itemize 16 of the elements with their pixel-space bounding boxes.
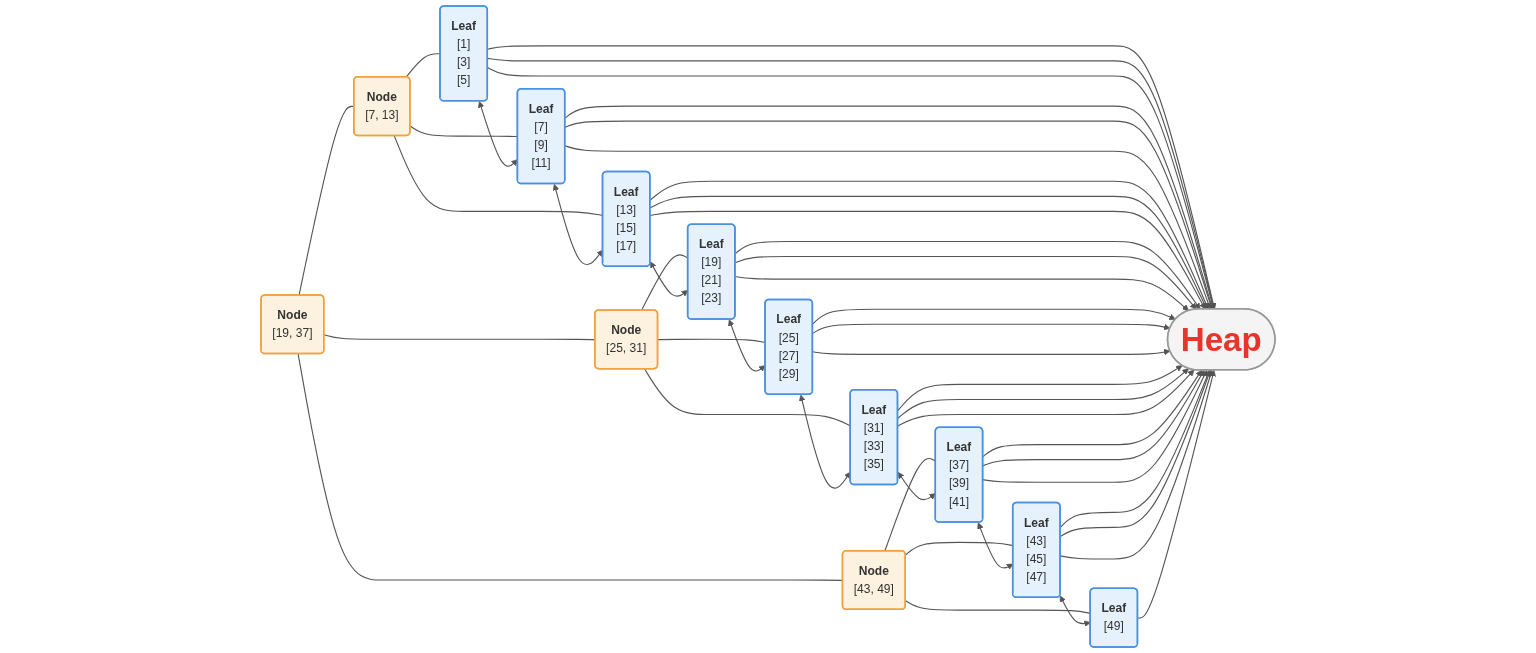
- arrow: [1059, 595, 1091, 627]
- arrow: [812, 323, 1171, 334]
- arrow: [897, 369, 1195, 427]
- arrow: [982, 369, 1208, 483]
- arrow: [897, 365, 1183, 412]
- arrow: [734, 255, 1197, 310]
- arrow: [734, 276, 1189, 312]
- arrow: [897, 471, 936, 501]
- arrow: [728, 319, 766, 372]
- arrow: [812, 348, 1171, 356]
- arrow: [1137, 369, 1216, 619]
- arrow: [734, 240, 1201, 310]
- arrow: [897, 368, 1189, 419]
- connector: [657, 338, 766, 344]
- arrow: [798, 394, 851, 489]
- arrow: [812, 308, 1176, 325]
